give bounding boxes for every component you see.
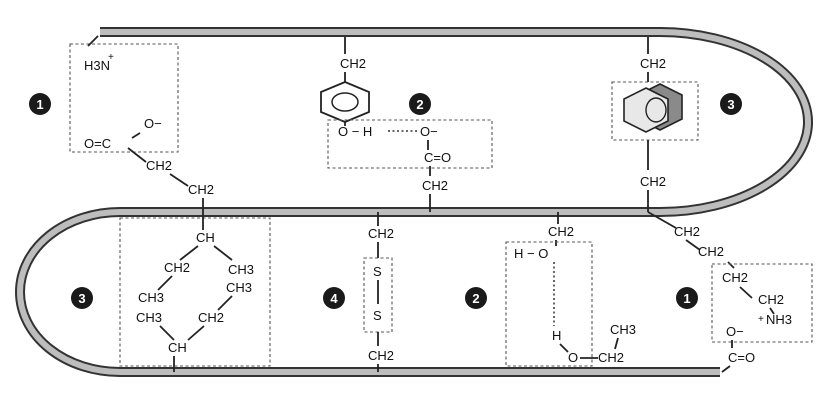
svg-text:3: 3 xyxy=(727,97,734,112)
svg-text:CH3: CH3 xyxy=(226,280,252,295)
polypeptide-backbone xyxy=(15,27,813,377)
svg-text:CH2: CH2 xyxy=(758,292,784,307)
svg-text:4: 4 xyxy=(330,291,338,306)
svg-text:CH3: CH3 xyxy=(138,290,164,305)
sulfur-2-label: S xyxy=(373,308,382,323)
nh3-plus-label: NH3 xyxy=(766,312,792,327)
badge-2-top: 2 xyxy=(409,93,431,115)
co-label: C=O xyxy=(424,150,451,165)
badge-3-bottom: 3 xyxy=(71,287,93,309)
disulfide-bridge: CH2 S S CH2 xyxy=(363,212,394,372)
svg-text:O: O xyxy=(568,350,578,365)
svg-text:CH2: CH2 xyxy=(146,158,172,173)
oh-label: O − H xyxy=(338,124,372,139)
svg-text:CH2: CH2 xyxy=(368,226,394,241)
svg-text:1: 1 xyxy=(36,97,43,112)
svg-text:CH2: CH2 xyxy=(164,260,190,275)
svg-text:CH2: CH2 xyxy=(198,310,224,325)
ho-label: H − O xyxy=(514,246,548,261)
svg-text:O−: O− xyxy=(420,124,438,139)
nh3-label: H3N xyxy=(84,58,110,73)
svg-text:CH2: CH2 xyxy=(722,270,748,285)
svg-text:+: + xyxy=(108,52,114,63)
svg-text:+: + xyxy=(758,314,764,325)
svg-text:CH2: CH2 xyxy=(598,350,624,365)
svg-text:CH3: CH3 xyxy=(610,322,636,337)
svg-text:2: 2 xyxy=(416,97,423,112)
svg-text:CH2: CH2 xyxy=(188,182,214,197)
svg-text:CH2: CH2 xyxy=(640,56,666,71)
badge-4-bottom: 4 xyxy=(323,287,345,309)
svg-text:1: 1 xyxy=(683,291,690,306)
badge-2-bottom: 2 xyxy=(465,287,487,309)
hydrogen-bond-top: CH2 O − H O− C=O CH2 xyxy=(320,37,493,212)
badge-1-right: 1 xyxy=(676,287,698,309)
svg-text:CH3: CH3 xyxy=(228,262,254,277)
ionic-bond-left: H3N + O− O=C CH2 CH2 xyxy=(69,35,214,212)
svg-text:O−: O− xyxy=(726,324,744,339)
svg-text:CH2: CH2 xyxy=(698,244,724,259)
svg-text:CH2: CH2 xyxy=(340,56,366,71)
svg-text:CH2: CH2 xyxy=(640,174,666,189)
svg-text:CH: CH xyxy=(196,230,215,245)
svg-text:CH2: CH2 xyxy=(548,224,574,239)
aromatic-stacking: CH2 CH2 xyxy=(611,37,699,212)
badge-1-left: 1 xyxy=(29,93,51,115)
svg-text:CH2: CH2 xyxy=(368,348,394,363)
svg-text:CH2: CH2 xyxy=(422,178,448,193)
oc-label: O=C xyxy=(84,136,111,151)
badge-3-top: 3 xyxy=(720,93,742,115)
svg-text:CH2: CH2 xyxy=(674,224,700,239)
o-minus-label: O− xyxy=(144,116,162,131)
co-right-label: C=O xyxy=(728,350,755,365)
hydrophobic-interaction: CH CH2 CH3 CH3 CH3 CH3 CH2 CH xyxy=(119,212,271,372)
svg-text:3: 3 xyxy=(78,291,85,306)
hydrogen-bond-bottom: CH2 H − O H O CH2 CH3 xyxy=(505,212,636,367)
svg-text:H: H xyxy=(552,328,561,343)
sulfur-1-label: S xyxy=(373,264,382,279)
svg-text:CH3: CH3 xyxy=(136,310,162,325)
svg-text:CH: CH xyxy=(168,340,187,355)
ionic-bond-right: CH2 CH2 CH2 CH2 + NH3 O− C=O xyxy=(647,211,813,373)
svg-text:2: 2 xyxy=(472,291,479,306)
